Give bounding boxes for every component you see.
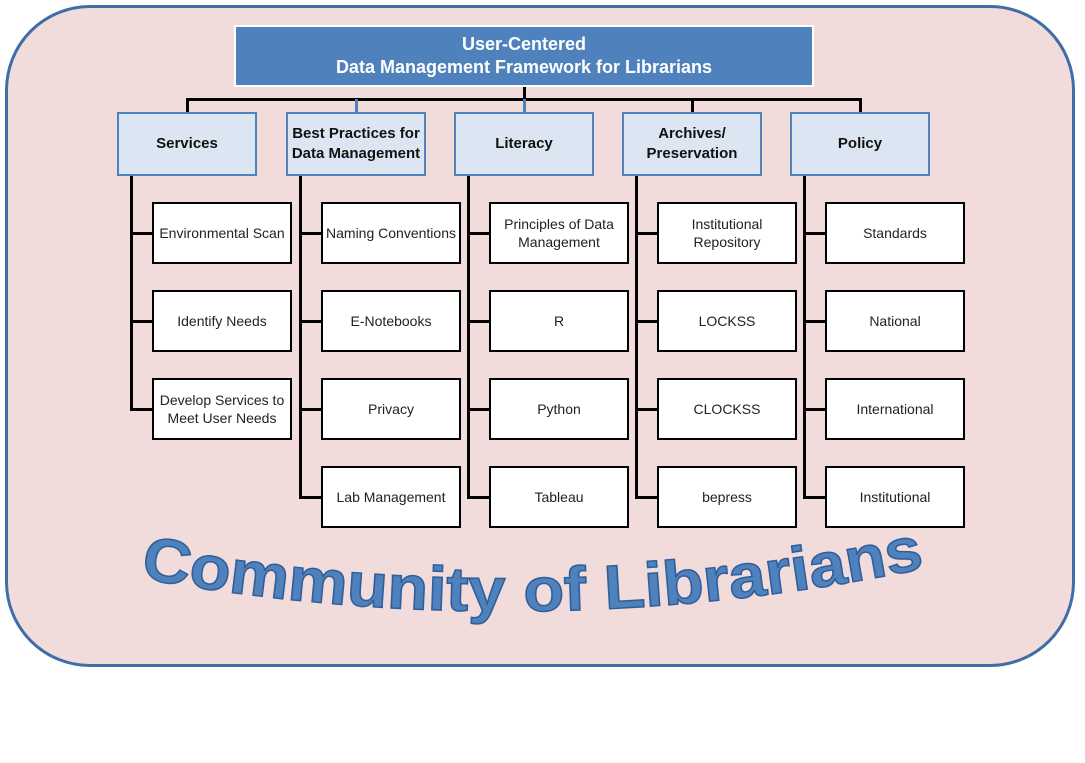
title-line-1: User-Centered <box>461 34 587 54</box>
child-box: Privacy <box>321 378 461 440</box>
child-box: National <box>825 290 965 352</box>
category-spine-line <box>635 176 638 499</box>
child-box: Python <box>489 378 629 440</box>
child-box: R <box>489 290 629 352</box>
child-connector <box>130 232 152 235</box>
child-connector <box>467 320 489 323</box>
child-connector <box>803 408 825 411</box>
child-connector <box>130 408 152 411</box>
child-box: Institutional Repository <box>657 202 797 264</box>
child-box: Lab Management <box>321 466 461 528</box>
framework-title: User-Centered Data Management Framework … <box>234 25 814 87</box>
footer-text: Community of Librarians <box>138 514 928 625</box>
category-spine-line <box>803 176 806 499</box>
category-drop-line <box>859 99 862 112</box>
child-connector <box>635 496 657 499</box>
child-box: Identify Needs <box>152 290 292 352</box>
child-box: Principles of Data Management <box>489 202 629 264</box>
child-box: Institutional <box>825 466 965 528</box>
child-box: Develop Services to Meet User Needs <box>152 378 292 440</box>
child-connector <box>299 408 321 411</box>
child-box: Naming Conventions <box>321 202 461 264</box>
child-connector <box>299 232 321 235</box>
title-connector <box>523 87 526 99</box>
child-box: Tableau <box>489 466 629 528</box>
child-box: bepress <box>657 466 797 528</box>
child-box: E-Notebooks <box>321 290 461 352</box>
category-box: Best Practices for Data Management <box>286 112 426 176</box>
child-connector <box>467 232 489 235</box>
child-box: CLOCKSS <box>657 378 797 440</box>
category-spine-line <box>299 176 302 499</box>
child-box: Environmental Scan <box>152 202 292 264</box>
child-connector <box>467 408 489 411</box>
category-spine-line <box>130 176 133 411</box>
category-spine-line <box>467 176 470 499</box>
category-drop-line <box>523 99 526 112</box>
child-box: International <box>825 378 965 440</box>
child-box: Standards <box>825 202 965 264</box>
category-box: Policy <box>790 112 930 176</box>
category-drop-line <box>355 99 358 112</box>
child-connector <box>635 232 657 235</box>
child-connector <box>803 232 825 235</box>
child-connector <box>803 496 825 499</box>
child-connector <box>299 496 321 499</box>
title-line-2: Data Management Framework for Librarians <box>335 57 713 77</box>
category-box: Literacy <box>454 112 594 176</box>
category-box: Archives/ Preservation <box>622 112 762 176</box>
child-connector <box>803 320 825 323</box>
child-connector <box>635 408 657 411</box>
child-connector <box>467 496 489 499</box>
category-box: Services <box>117 112 257 176</box>
category-drop-line <box>691 99 694 112</box>
child-connector <box>130 320 152 323</box>
child-connector <box>635 320 657 323</box>
child-box: LOCKSS <box>657 290 797 352</box>
category-drop-line <box>186 99 189 112</box>
child-connector <box>299 320 321 323</box>
